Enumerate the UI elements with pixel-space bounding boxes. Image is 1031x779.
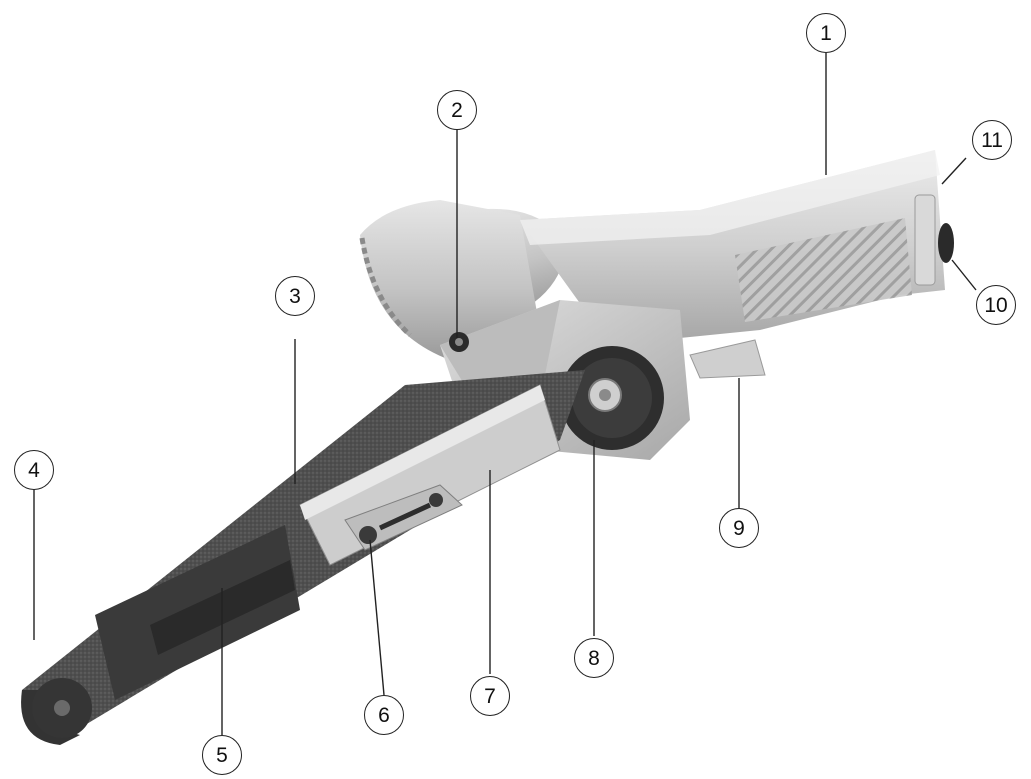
callout-7-label: 7 (484, 684, 496, 708)
callout-10: 10 (976, 285, 1016, 325)
callout-7: 7 (470, 676, 510, 716)
callout-2-label: 2 (451, 98, 463, 122)
throttle-lever (689, 339, 766, 379)
callout-8-label: 8 (588, 646, 600, 670)
callout-6-label: 6 (378, 703, 390, 727)
handle (520, 150, 954, 345)
callout-4-label: 4 (28, 458, 40, 482)
tension-lever (344, 484, 463, 551)
callout-11-label: 11 (981, 128, 1003, 152)
callout-10-label: 10 (984, 293, 1008, 317)
callout-9-label: 9 (733, 516, 745, 540)
callout-1: 1 (806, 13, 846, 53)
callout-3: 3 (275, 276, 315, 316)
callout-5: 5 (202, 735, 242, 775)
leader-lines (33, 53, 977, 735)
callout-8: 8 (574, 638, 614, 678)
callout-3-label: 3 (289, 284, 301, 308)
drive-wheel (560, 346, 664, 450)
callout-2: 2 (437, 90, 477, 130)
contact-wheel (32, 678, 92, 738)
hex-screw (449, 332, 469, 352)
callout-4: 4 (14, 450, 54, 490)
callout-1-label: 1 (820, 21, 832, 45)
callout-5-label: 5 (216, 743, 228, 767)
callout-11: 11 (972, 120, 1012, 160)
motor-housing (359, 200, 563, 360)
callout-9: 9 (719, 508, 759, 548)
callout-6: 6 (364, 695, 404, 735)
